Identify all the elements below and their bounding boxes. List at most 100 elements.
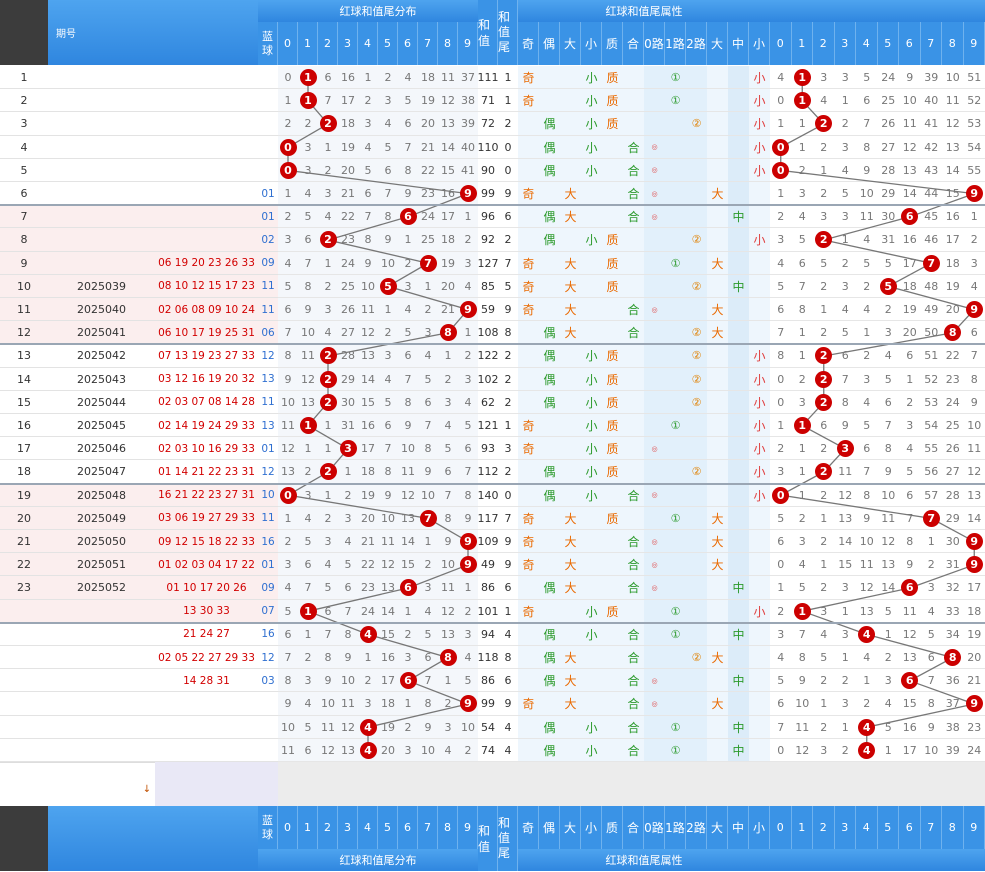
attr-big-small: 大 [564,187,577,202]
row-issue[interactable]: 2025042 [77,349,126,363]
row-issue[interactable]: 2025039 [77,279,126,293]
header-attr-col-8: 2路 [686,22,707,65]
attr-zone: 小 [753,233,766,248]
header-dist-col-5: 5 [378,22,398,65]
row-issue[interactable] [48,228,155,251]
miss-cell: 12 [967,465,982,479]
attr-prime-composite: 合 [627,163,640,178]
miss-cell: 7 [798,279,806,293]
row-issue[interactable] [48,182,155,205]
dist-cell: 19 [381,720,395,734]
dist-cell: 5 [444,442,452,456]
dist-cell: 4 [304,187,312,201]
footer-miss-col-1: 1 [791,806,813,849]
row-sum-tail: 3 [504,442,512,456]
attr-prime-composite: 合 [627,140,640,155]
miss-cell: 6 [884,395,892,409]
dist-cell: 5 [384,140,392,154]
row-issue[interactable] [48,739,155,762]
row-issue[interactable] [48,136,155,159]
row-issue[interactable]: 2025046 [77,442,126,456]
miss-cell: 1 [798,442,806,456]
dist-cell: 0 [278,484,298,507]
dist-cell: 27 [341,326,355,340]
dist-cell: 2 [464,604,472,618]
row-blue-number [258,89,278,112]
miss-cell: 6 [798,256,806,270]
row-issue[interactable] [48,716,155,739]
row-issue[interactable]: 2025044 [77,395,126,409]
row-issue[interactable] [48,112,155,135]
miss-cell: 24 [967,743,982,757]
row-issue[interactable] [48,205,155,228]
dist-cell: 10 [281,720,295,734]
miss-cell: 5 [820,651,828,665]
row-line [278,252,985,275]
footer-group-attributes: 红球和值尾属性 [518,849,770,871]
dist-cell: 7 [384,442,392,456]
miss-cell: 3 [927,581,935,595]
row-issue[interactable] [48,159,155,182]
row-issue[interactable] [48,66,155,89]
miss-ball: 6 [901,672,919,690]
row-issue[interactable]: 2025047 [77,465,126,479]
attr-odd-even: 偶 [543,743,556,758]
dist-cell: 10 [281,395,295,409]
dist-cell: 8 [404,395,412,409]
miss-cell: 54 [924,419,939,433]
dist-cell: 18 [361,465,375,479]
dist-cell: 8 [464,488,472,502]
row-issue[interactable]: 2025052 [77,581,126,595]
dist-cell: 10 [421,488,435,502]
attr-prime-composite: 合 [627,488,640,503]
scroll-down-arrow-icon[interactable]: ↓ [142,783,152,795]
miss-cell: 17 [902,256,917,270]
row-issue[interactable]: 2025041 [77,326,126,340]
dist-cell: 19 [341,140,355,154]
row-issue[interactable] [48,692,155,715]
header-attr-col-2: 大 [560,22,581,65]
header-attr-col-10: 中 [728,22,749,65]
attr-zone: 小 [753,419,766,434]
row-issue[interactable]: 2025048 [77,488,126,502]
row-issue[interactable] [48,600,155,623]
attr-odd-even: 奇 [522,419,535,434]
row-sum: 109 [478,535,498,549]
row-issue[interactable] [48,252,155,275]
row-issue[interactable]: 2025040 [77,303,126,317]
miss-cell: 7 [927,674,935,688]
row-issue[interactable]: 2025045 [77,419,126,433]
dist-cell: 2 [318,344,338,367]
row-issue[interactable]: 2025043 [77,372,126,386]
row-issue[interactable] [48,623,155,646]
attr-odd-even: 偶 [543,210,556,225]
row-sum: 102 [478,372,498,386]
footer-dist-col-4: 4 [358,806,378,849]
dist-cell: 2 [318,112,338,135]
footer-issue-cell[interactable] [48,806,155,871]
dist-cell: 5 [404,326,412,340]
row-index: 23 [17,581,31,595]
header-miss-col-1: 1 [791,22,813,65]
row-sum: 71 [481,94,495,108]
dist-cell: 11 [381,535,395,549]
issue-header[interactable]: 期号 [48,0,155,65]
row-issue[interactable]: 2025051 [77,558,126,572]
row-blue-number: 13 [261,419,275,432]
row-issue[interactable]: 2025050 [77,535,126,549]
header-attr-col-0: 奇 [518,22,539,65]
row-blue-number [258,112,278,135]
miss-cell: 2 [863,279,871,293]
row-issue[interactable] [48,646,155,669]
row-sum: 99 [481,187,495,201]
row-red-numbers [155,89,258,112]
row-issue[interactable] [48,669,155,692]
miss-cell: 6 [906,349,914,363]
row-issue[interactable]: 2025049 [77,511,126,525]
attr-prime-composite: 合 [627,627,640,642]
miss-cell: 11 [859,558,874,572]
row-issue[interactable] [48,89,155,112]
miss-cell: 20 [945,303,960,317]
empty-numbers [155,762,278,806]
dist-cell: 9 [384,233,392,247]
